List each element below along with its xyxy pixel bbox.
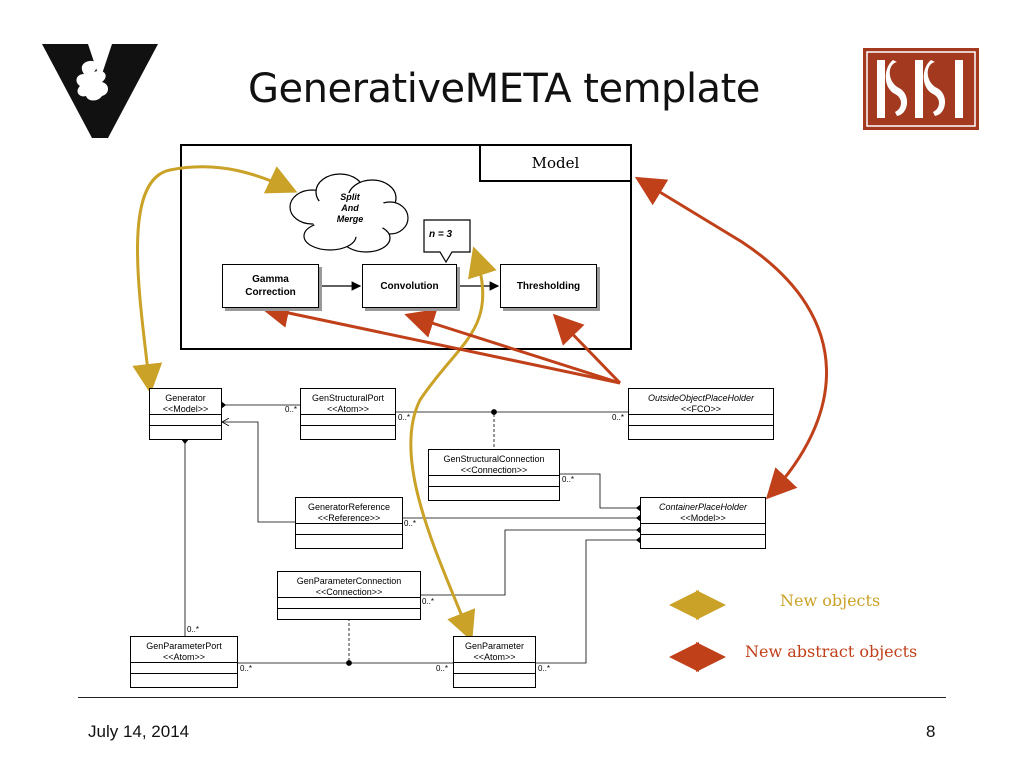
thought-cloud-text: Split And Merge: [336, 192, 364, 224]
multiplicity-label: 0..*: [538, 664, 551, 673]
model-tab: Model: [479, 144, 632, 182]
multiplicity-label: 0..*: [436, 664, 449, 673]
speech-bubble-text: n = 3: [429, 229, 453, 240]
gamma-correction-block: Gamma Correction: [222, 264, 319, 308]
uml-outside-object-placeholder: OutsideObjectPlaceHolder<<FCO>>: [628, 388, 774, 440]
multiplicity-label: 0..*: [398, 413, 411, 422]
uml-class-name: GenParameterConnection: [296, 576, 402, 586]
multiplicity-label: 0..*: [187, 625, 200, 634]
uml-class-name: GenStructuralConnection: [443, 454, 545, 464]
uml-class-name: GeneratorReference: [307, 502, 391, 512]
page-number: 8: [926, 722, 936, 741]
vanderbilt-v-logo: [42, 44, 158, 138]
thresholding-block: Thresholding: [500, 264, 597, 308]
uml-generator-reference: GeneratorReference<<Reference>>: [295, 497, 403, 549]
multiplicity-label: 0..*: [612, 413, 625, 422]
multiplicity-label: 0..*: [404, 519, 417, 528]
uml-class-name: ContainerPlaceHolder: [658, 502, 748, 512]
uml-stereotype: <<Atom>>: [473, 652, 516, 662]
uml-class-name: GenStructuralPort: [311, 393, 385, 403]
uml-stereotype: <<Reference>>: [317, 513, 381, 523]
multiplicity-label: 0..*: [285, 405, 298, 414]
uml-stereotype: <<Model>>: [162, 404, 209, 414]
multiplicity-label: 0..*: [562, 475, 575, 484]
multiplicity-label: 0..*: [422, 597, 435, 606]
convolution-block: Convolution: [362, 264, 457, 308]
legend-new-abstract-objects: New abstract objects: [745, 642, 918, 661]
uml-stereotype: <<FCO>>: [680, 404, 722, 414]
uml-stereotype: <<Connection>>: [460, 465, 528, 475]
uml-stereotype: <<Atom>>: [162, 652, 206, 662]
uml-class-name: Generator: [165, 393, 206, 403]
uml-class-name: GenParameter: [464, 641, 525, 651]
legend-new-objects: New objects: [780, 591, 881, 610]
uml-generator: Generator<<Model>>: [149, 388, 222, 440]
uml-gen-structural-connection: GenStructuralConnection<<Connection>>: [428, 449, 560, 501]
speech-bubble: [423, 219, 471, 264]
slide-title: GenerativeMETA template: [248, 66, 760, 112]
uml-stereotype: <<Model>>: [680, 513, 726, 523]
uml-stereotype: <<Atom>>: [326, 404, 370, 414]
uml-gen-structural-port: GenStructuralPort<<Atom>>: [300, 388, 396, 440]
uml-gen-parameter-connection: GenParameterConnection<<Connection>>: [277, 571, 421, 620]
footer-divider: [78, 697, 946, 698]
isis-logo: [863, 48, 979, 130]
thought-cloud: [289, 173, 409, 253]
uml-container-placeholder: ContainerPlaceHolder<<Model>>: [640, 497, 766, 549]
footer-date: July 14, 2014: [88, 722, 190, 741]
uml-class-name: GenParameterPort: [146, 641, 222, 651]
uml-gen-parameter: GenParameter<<Atom>>: [453, 636, 536, 688]
multiplicity-label: 0..*: [240, 664, 253, 673]
uml-gen-parameter-port: GenParameterPort<<Atom>>: [130, 636, 238, 688]
uml-stereotype: <<Connection>>: [315, 587, 383, 597]
uml-class-name: OutsideObjectPlaceHolder: [647, 393, 755, 403]
